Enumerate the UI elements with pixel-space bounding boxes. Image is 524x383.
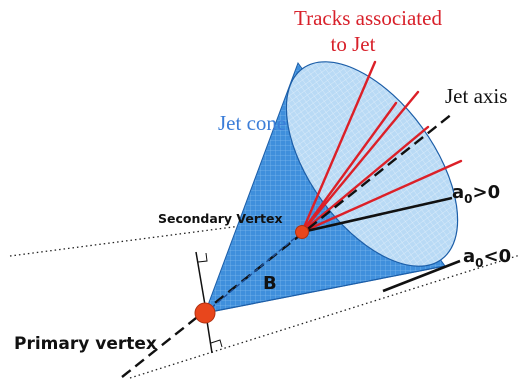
primary-vertex-dot xyxy=(194,302,216,324)
track-2 xyxy=(300,101,398,234)
right-angle-lower xyxy=(210,339,223,348)
jet-cone-label: Jet cone xyxy=(218,111,286,135)
tracks-label-line2: to Jet xyxy=(331,32,376,56)
track-5 xyxy=(300,159,463,234)
dotted-line-lower xyxy=(129,254,521,379)
track-positive-a0 xyxy=(301,196,453,234)
track-4 xyxy=(300,125,430,234)
impact-parameter-upper xyxy=(195,251,206,306)
b-flight-line xyxy=(204,231,303,314)
secondary-vertex-dot xyxy=(295,225,309,239)
jet-cone-base xyxy=(285,61,459,267)
tracks-label-line1: Tracks associated xyxy=(294,6,442,30)
a0-positive-label: a0>0 xyxy=(452,182,500,206)
secondary-vertex-label: Secondary Vertex xyxy=(158,211,283,226)
right-angle-upper xyxy=(197,252,208,263)
jet-cone-front-edge xyxy=(204,265,446,314)
jet-axis-line xyxy=(121,113,453,378)
track-1 xyxy=(300,60,377,234)
a0-negative-label: a0<0 xyxy=(463,246,511,270)
primary-vertex-label: Primary vertex xyxy=(14,334,157,354)
jet-axis-label: Jet axis xyxy=(445,84,507,108)
track-3 xyxy=(300,90,420,234)
b-label: B xyxy=(263,273,277,294)
track-negative-a0 xyxy=(382,259,461,293)
impact-parameter-lower xyxy=(206,320,213,354)
jet-tracks xyxy=(300,60,463,234)
